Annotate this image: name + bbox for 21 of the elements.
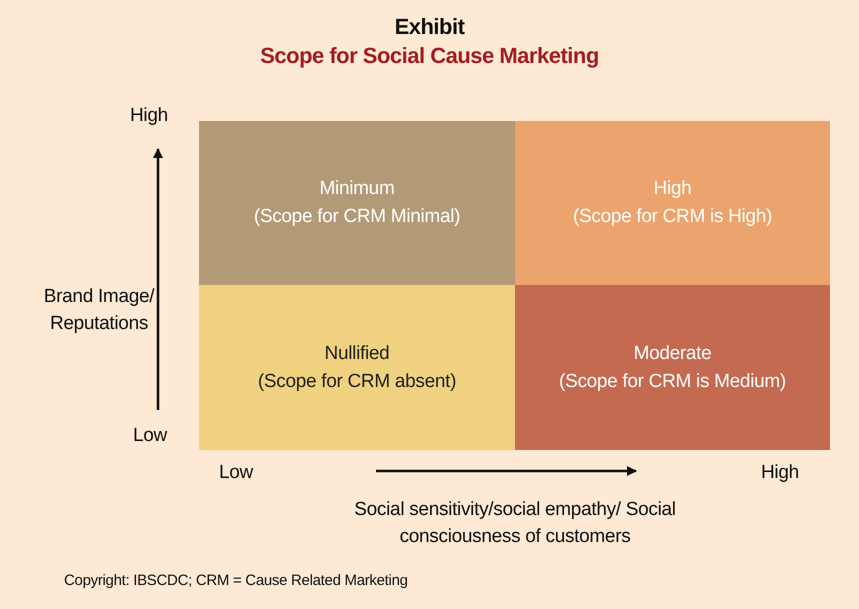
diagram-title: Exhibit: [394, 14, 466, 40]
diagram-subtitle: Scope for Social Cause Marketing: [259, 43, 600, 69]
quadrant-heading: Nullified: [324, 342, 390, 366]
quadrant-box: [199, 121, 515, 285]
quadrant-heading: High: [654, 177, 692, 201]
axis-title: Brand Image/ Reputations: [42, 285, 156, 336]
quadrant-description: (Scope for CRM Minimal): [254, 205, 460, 229]
quadrant-box: [515, 121, 830, 285]
axis-label: Low: [219, 461, 253, 485]
axis-title: Social sensitivity/social empathy/ Social consciousness of customers: [353, 498, 677, 549]
axis-label: High: [130, 104, 168, 128]
quadrant-description: (Scope for CRM is High): [573, 205, 772, 229]
axis-label: High: [761, 461, 799, 485]
quadrant-description: (Scope for CRM absent): [258, 370, 456, 394]
quadrant-box: [199, 285, 515, 450]
quadrant-box: [515, 285, 830, 450]
copyright-note: Copyright: IBSCDC; CRM = Cause Related Marketing: [64, 571, 408, 591]
quadrant-heading: Moderate: [634, 342, 712, 366]
axis-label: Low: [133, 424, 167, 448]
quadrant-description: (Scope for CRM is Medium): [559, 370, 786, 394]
quadrant-heading: Minimum: [320, 177, 394, 201]
